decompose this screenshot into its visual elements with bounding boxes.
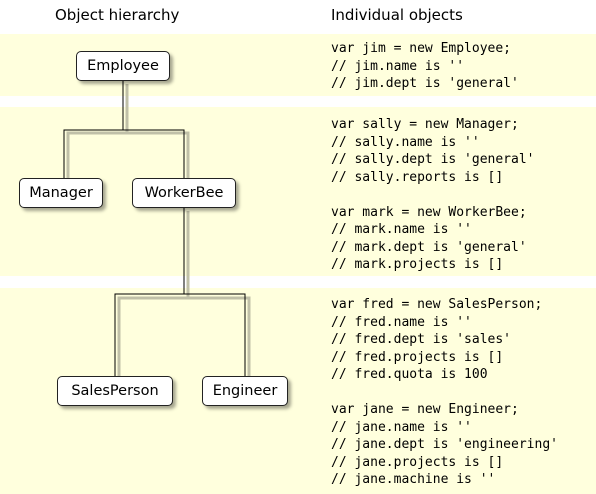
jim-code-block: var jim = new Employee; // jim.name is '… bbox=[331, 41, 519, 91]
connector-shadows bbox=[66, 84, 251, 379]
engineer-node: Engineer bbox=[202, 376, 288, 406]
salesperson-node: SalesPerson bbox=[57, 376, 173, 406]
fred-jane-code-block: var fred = new SalesPerson; // fred.name… bbox=[331, 297, 558, 487]
sally-mark-code-block: var sally = new Manager; // sally.name i… bbox=[331, 117, 535, 272]
object-hierarchy-heading: Object hierarchy bbox=[55, 6, 180, 24]
connector-lines bbox=[63, 81, 246, 376]
manager-node: Manager bbox=[19, 178, 103, 208]
individual-objects-heading: Individual objects bbox=[331, 6, 463, 24]
employee-children-bracket bbox=[63, 129, 185, 178]
workerbee-children-bracket bbox=[114, 293, 246, 376]
employee-node: Employee bbox=[76, 51, 170, 81]
workerbee-node: WorkerBee bbox=[132, 178, 236, 208]
